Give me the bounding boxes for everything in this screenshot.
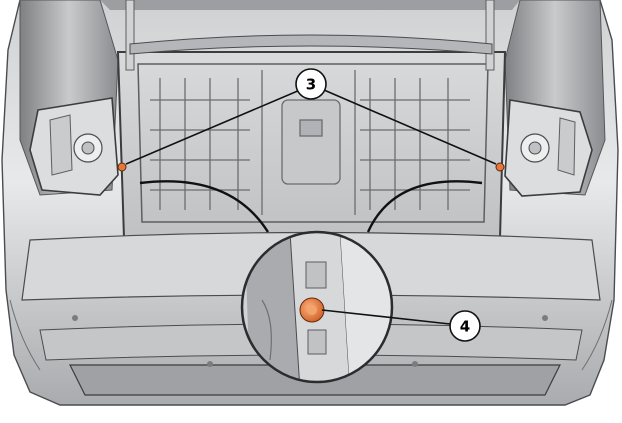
callout-4: 4 [449,310,481,342]
detail-magnifier [240,230,394,384]
callout-4-label: 4 [460,318,470,336]
callout-3-label: 3 [306,76,316,94]
callout-leaders [125,89,497,325]
left-taillight [29,97,119,196]
detail-connector-lines [139,180,483,233]
fastener-markers [117,162,505,172]
callout-3: 3 [295,68,327,100]
right-taillight [504,99,593,197]
